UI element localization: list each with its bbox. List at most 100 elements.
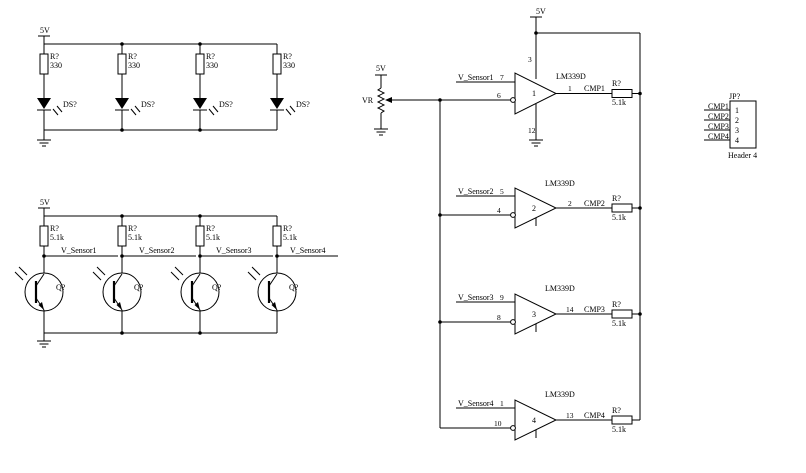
pullup-resistor <box>611 203 633 213</box>
output-net-label: CMP1 <box>584 84 605 93</box>
led-emission-arrows <box>285 105 296 116</box>
sensor-branch: V_Sensor3 R? 5.1k Q? <box>170 216 273 333</box>
ground-symbol <box>374 128 388 136</box>
header-name: Header 4 <box>728 151 757 160</box>
resistor-ref: R? <box>206 52 215 61</box>
pullup-resistor <box>611 309 633 319</box>
light-arrows <box>14 266 28 281</box>
light-arrows <box>170 266 184 281</box>
resistor <box>39 225 49 247</box>
ground-symbol <box>37 139 51 147</box>
part-label: LM339D <box>545 284 575 293</box>
resistor-value: 5.1k <box>612 213 626 222</box>
header-net-label: CMP3 <box>708 122 729 131</box>
header-pin-number: 3 <box>735 126 739 135</box>
led-section: 5V R? 330 DS? <box>37 26 310 147</box>
input-net-label: V_Sensor4 <box>458 399 494 408</box>
resistor-value: 330 <box>50 61 62 70</box>
part-label: LM339D <box>545 179 575 188</box>
resistor-value: 5.1k <box>206 233 220 242</box>
resistor-value: 5.1k <box>612 98 626 107</box>
led-branch: R? 330 DS? <box>270 44 310 130</box>
led-emission-arrows <box>208 105 219 116</box>
resistor-ref: R? <box>283 52 292 61</box>
resistor-value: 5.1k <box>283 233 297 242</box>
input-net-label: V_Sensor1 <box>458 73 494 82</box>
resistor <box>272 225 282 247</box>
unit-number: 3 <box>532 310 536 319</box>
led-branch: R? 330 DS? <box>115 44 155 130</box>
resistor-value: 5.1k <box>50 233 64 242</box>
net-label: V_Sensor1 <box>61 246 97 255</box>
vcc-label: 5V <box>40 26 50 35</box>
part-label: LM339D <box>545 390 575 399</box>
resistor-value: 5.1k <box>612 319 626 328</box>
pin-number: 7 <box>500 73 504 82</box>
output-net-label: CMP2 <box>584 199 605 208</box>
phototransistor <box>102 272 142 312</box>
ground-symbol <box>529 139 543 147</box>
reference-bus <box>438 98 442 428</box>
phototransistor <box>180 272 220 312</box>
comparator: 3 LM339D V_Sensor3 9 8 14 CMP3 R? 5.1k <box>440 284 642 335</box>
comparator: 2 LM339D V_Sensor2 5 4 2 CMP2 R? 5.1k <box>440 179 642 229</box>
led-ref: DS? <box>296 100 310 109</box>
resistor-ref: R? <box>612 300 621 309</box>
transistor-ref: Q? <box>212 283 222 292</box>
wiper-arrow <box>385 97 392 103</box>
resistor <box>117 225 127 247</box>
header-body <box>729 100 757 149</box>
pin-number: 1 <box>500 399 504 408</box>
pin-number: 14 <box>566 305 574 314</box>
unit-number: 1 <box>532 89 536 98</box>
comparator: 4 LM339D V_Sensor4 1 10 13 CMP4 R? 5.1k <box>440 390 640 441</box>
sensor-branch: V_Sensor4 R? 5.1k Q? <box>247 216 338 333</box>
input-net-label: V_Sensor2 <box>458 187 494 196</box>
led-symbol <box>37 98 51 109</box>
phototransistor <box>257 272 297 312</box>
pin-number: 13 <box>566 411 574 420</box>
sensor-section: 5V V_Sensor1 <box>14 198 338 348</box>
sensor-branch: V_Sensor1 R? 5.1k Q? <box>14 216 118 333</box>
output-net-label: CMP4 <box>584 411 605 420</box>
header-pin-number: 2 <box>735 116 739 125</box>
pullup-resistor <box>611 89 633 98</box>
pin-number: 9 <box>500 293 504 302</box>
pin-number: 6 <box>497 91 501 100</box>
header-pin-number: 4 <box>735 136 739 145</box>
led-symbol <box>270 98 284 109</box>
transistor-ref: Q? <box>56 283 66 292</box>
pin-number: 5 <box>500 187 504 196</box>
transistor-ref: Q? <box>289 283 299 292</box>
comparator-symbol <box>514 72 558 115</box>
pin-number: 12 <box>528 126 536 135</box>
light-arrows <box>247 266 261 281</box>
header-ref: JP? <box>729 92 741 101</box>
input-net-label: V_Sensor3 <box>458 293 494 302</box>
led-ref: DS? <box>63 100 77 109</box>
pot-vcc-label: 5V <box>376 64 386 73</box>
resistor-ref: R? <box>128 52 137 61</box>
vcc-label: 5V <box>40 198 50 207</box>
pin-number: 4 <box>497 206 501 215</box>
resistor <box>117 53 127 75</box>
resistor-ref: R? <box>50 224 59 233</box>
resistor-ref: R? <box>283 224 292 233</box>
phototransistor <box>24 272 64 312</box>
resistor-value: 330 <box>206 61 218 70</box>
led-branch: R? 330 DS? <box>193 44 233 130</box>
resistor-ref: R? <box>612 79 621 88</box>
resistor <box>195 53 205 75</box>
pin-number: 3 <box>528 55 532 64</box>
comparator: 5V 3 1 LM339D V_Sensor1 7 6 12 1 CMP1 R?… <box>440 7 642 147</box>
header-pin-number: 1 <box>735 106 739 115</box>
vcc-label: 5V <box>536 7 546 16</box>
header-net-label: CMP1 <box>708 102 729 111</box>
header-net-label: CMP2 <box>708 112 729 121</box>
light-arrows <box>92 266 106 281</box>
pullup-resistor <box>611 415 633 425</box>
net-label: V_Sensor3 <box>216 246 252 255</box>
part-label: LM339D <box>556 72 586 81</box>
pin-number: 2 <box>568 199 572 208</box>
